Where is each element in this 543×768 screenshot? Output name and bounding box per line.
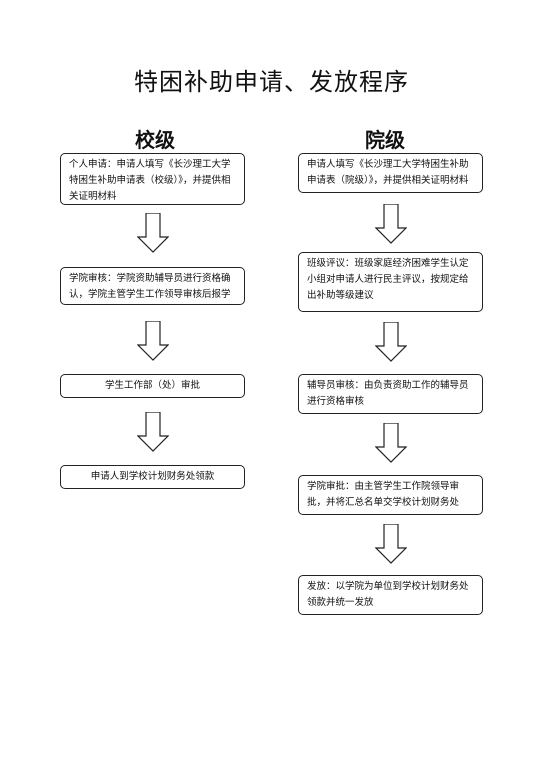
down-arrow-icon — [375, 524, 407, 564]
left-step-3-box: 学生工作部（处）审批 — [60, 374, 245, 398]
left-step-2-box: 学院审核：学院资助辅导员进行资格确认，学院主管学生工作领导审核后报学 — [60, 267, 245, 305]
down-arrow-icon — [375, 204, 407, 244]
down-arrow-icon — [137, 321, 169, 361]
left-step-1-box: 个人申请：申请人填写《长沙理工大学特困生补助申请表（校级）》，并提供相关证明材料 — [60, 153, 245, 205]
down-arrow-icon — [137, 412, 169, 452]
page-title: 特困补助申请、发放程序 — [134, 68, 409, 96]
down-arrow-icon — [375, 423, 407, 463]
right-column-heading: 院级 — [365, 128, 405, 152]
left-column-heading: 校级 — [135, 128, 175, 152]
right-step-1-box: 申请人填写《长沙理工大学特困生补助申请表（院级）》，并提供相关证明材料 — [298, 153, 483, 193]
right-step-5-box: 发放：以学院为单位到学校计划财务处领款并统一发放 — [298, 575, 483, 615]
right-step-3-box: 辅导员审核：由负责资助工作的辅导员进行资格审核 — [298, 374, 483, 414]
right-step-2-box: 班级评议：班级家庭经济困难学生认定小组对申请人进行民主评议，按规定给出补助等级建… — [298, 252, 483, 312]
down-arrow-icon — [375, 322, 407, 362]
left-step-4-box: 申请人到学校计划财务处领款 — [60, 465, 245, 489]
down-arrow-icon — [137, 213, 169, 253]
right-step-4-box: 学院审批：由主管学生工作院领导审批，并将汇总名单交学校计划财务处 — [298, 475, 483, 515]
